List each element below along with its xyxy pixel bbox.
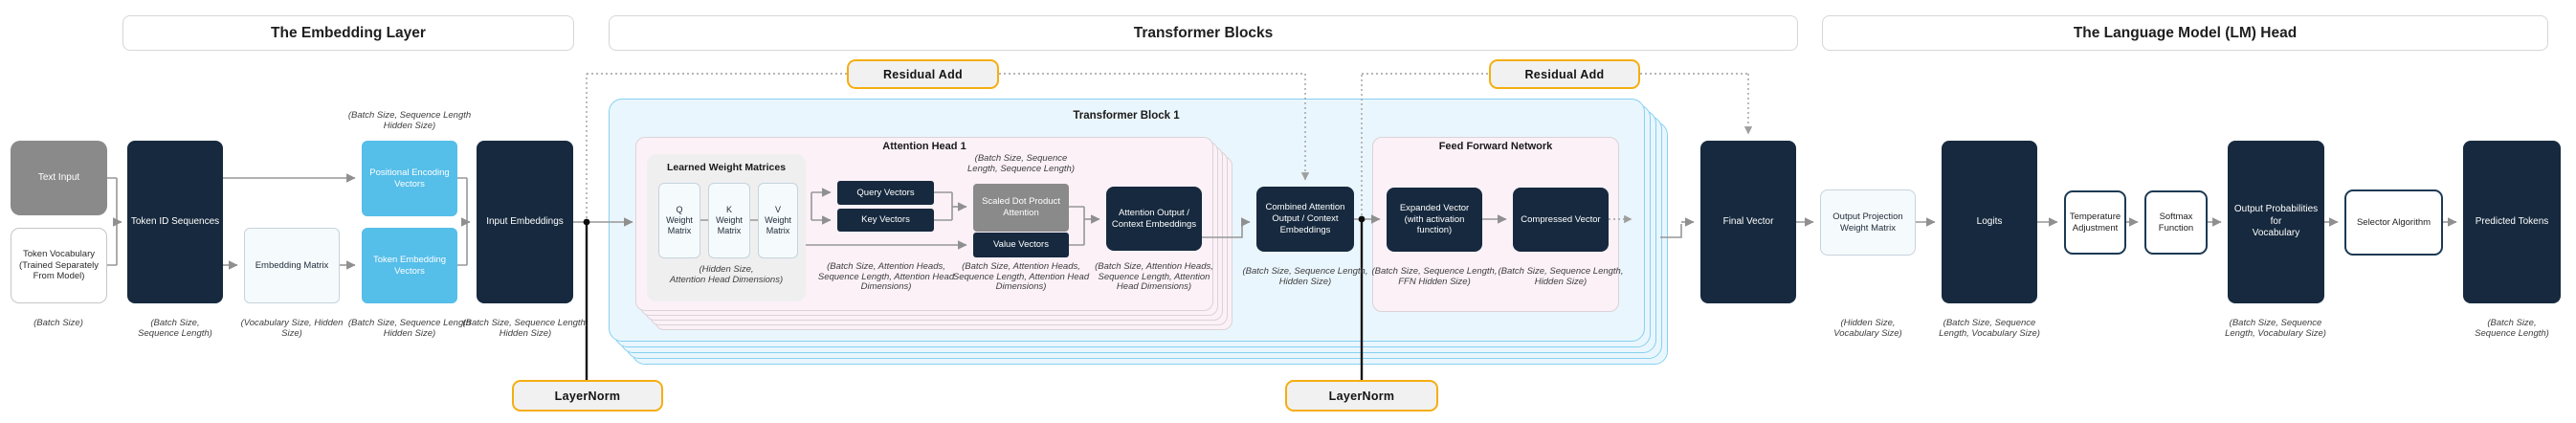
dim-label-attention-scores: (Batch Size, Sequence Length, Sequence L… — [967, 153, 1075, 174]
dim-label-batch-size: (Batch Size) — [33, 318, 83, 328]
scaled-dot-product-attention-node: Scaled Dot Product Attention — [973, 184, 1069, 232]
output-projection-node: Output Projection Weight Matrix — [1820, 189, 1916, 256]
softmax-function-node: Softmax Function — [2144, 190, 2208, 255]
dim-label-value: (Batch Size, Attention Heads, Sequence L… — [952, 261, 1090, 292]
combined-attention-node: Combined Attention Output / Context Embe… — [1256, 187, 1354, 252]
residual-add-badge-1: Residual Add — [847, 59, 999, 89]
dim-label-expanded-vector: (Batch Size, Sequence Length, FFN Hidden… — [1371, 266, 1498, 287]
dim-label-logits: (Batch Size, Sequence Length, Vocabulary… — [1939, 318, 2040, 339]
embedding-matrix-node: Embedding Matrix — [244, 228, 340, 303]
layer-norm-badge-1: LayerNorm — [512, 380, 663, 412]
section-header-embedding: The Embedding Layer — [122, 15, 574, 51]
dim-label-compressed-vector: (Batch Size, Sequence Length, Hidden Siz… — [1498, 266, 1624, 287]
selector-algorithm-node: Selector Algorithm — [2344, 189, 2443, 256]
dim-label-predicted-tokens: (Batch Size, Sequence Length) — [2475, 318, 2549, 339]
dim-label-token-embedding: (Batch Size, Sequence Length Hidden Size… — [347, 318, 472, 339]
input-embeddings-node: Input Embeddings — [477, 141, 573, 303]
compressed-vector-node: Compressed Vector — [1513, 188, 1609, 252]
dim-label-attention-output: (Batch Size, Attention Heads, Sequence L… — [1095, 261, 1213, 292]
residual-add-badge-2: Residual Add — [1489, 59, 1640, 89]
dim-label-input-embeddings: (Batch Size, Sequence Length, Hidden Siz… — [462, 318, 588, 339]
logits-node: Logits — [1942, 141, 2037, 303]
predicted-tokens-node: Predicted Tokens — [2463, 141, 2561, 303]
section-header-transformer: Transformer Blocks — [609, 15, 1798, 51]
dim-label-learned-weights: (Hidden Size, Attention Head Dimensions) — [669, 264, 784, 285]
dim-label-query-key: (Batch Size, Attention Heads, Sequence L… — [817, 261, 955, 292]
token-vocabulary-node: Token Vocabulary (Trained Separately Fro… — [11, 228, 107, 303]
token-embedding-node: Token Embedding Vectors — [362, 228, 457, 303]
token-id-sequences-node: Token ID Sequences — [127, 141, 223, 303]
dim-label-output-probabilities: (Batch Size, Sequence Length, Vocabulary… — [2225, 318, 2326, 339]
dim-label-combined-attention: (Batch Size, Sequence Length, Hidden Siz… — [1242, 266, 1368, 287]
v-weight-matrix-node: V Weight Matrix — [758, 183, 798, 258]
dim-label-embedding-matrix: (Vocabulary Size, Hidden Size) — [240, 318, 344, 339]
output-probabilities-node: Output Probabilities for Vocabulary — [2228, 141, 2324, 303]
section-header-lm-head: The Language Model (LM) Head — [1822, 15, 2548, 51]
temperature-adjustment-node: Temperature Adjustment — [2064, 190, 2126, 255]
layer-norm-badge-2: LayerNorm — [1285, 380, 1438, 412]
positional-encoding-node: Positional Encoding Vectors — [362, 141, 457, 216]
dim-label-positional-encoding: (Batch Size, Sequence Length Hidden Size… — [347, 110, 472, 131]
key-vectors-node: Key Vectors — [837, 209, 934, 232]
query-vectors-node: Query Vectors — [837, 181, 934, 205]
attention-head-title: Attention Head 1 — [882, 141, 966, 152]
dim-label-token-ids: (Batch Size, Sequence Length) — [138, 318, 212, 339]
value-vectors-node: Value Vectors — [973, 233, 1069, 257]
ffn-title: Feed Forward Network — [1438, 141, 1553, 152]
q-weight-matrix-node: Q Weight Matrix — [658, 183, 700, 258]
learned-weights-title: Learned Weight Matrices — [666, 162, 787, 173]
text-input-node: Text Input — [11, 141, 107, 215]
dim-label-output-projection: (Hidden Size, Vocabulary Size) — [1833, 318, 1902, 339]
transformer-block-title: Transformer Block 1 — [1073, 110, 1180, 122]
expanded-vector-node: Expanded Vector (with activation functio… — [1387, 188, 1482, 252]
final-vector-node: Final Vector — [1700, 141, 1796, 303]
attention-output-node: Attention Output / Context Embeddings — [1106, 187, 1202, 251]
k-weight-matrix-node: K Weight Matrix — [708, 183, 750, 258]
